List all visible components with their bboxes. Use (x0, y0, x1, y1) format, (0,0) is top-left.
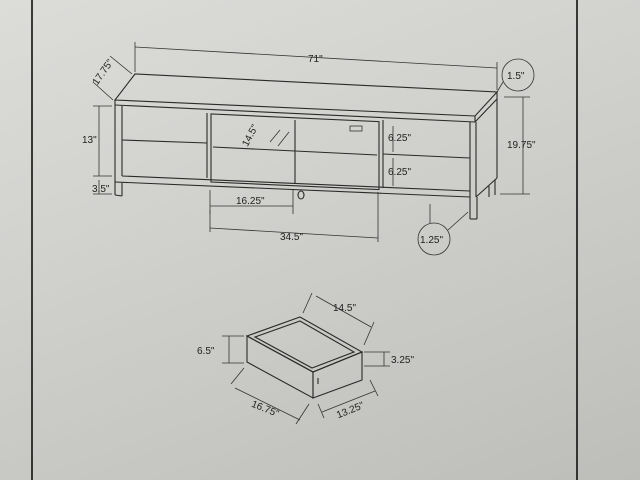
label-opening-upper: 6.25" (388, 133, 411, 144)
label-leg-height: 3.5" (92, 184, 110, 195)
label-leg-width: 1.25" (420, 235, 443, 246)
center-foot (297, 190, 305, 200)
drawer-front (246, 335, 314, 399)
tv-stand-top (113, 73, 499, 117)
label-cabinet-height: 13" (82, 135, 97, 146)
label-drawer-inner-height: 3.25" (391, 355, 414, 366)
label-drawer-height: 6.5" (197, 346, 215, 357)
label-drawer-inner-width: 14.5" (333, 303, 356, 314)
tv-stand-drawing (113, 73, 499, 220)
drawer-side (312, 351, 363, 399)
label-compartment-width: 16.25" (236, 196, 265, 207)
drawer-drawing (245, 316, 364, 399)
label-depth: 17.75" (91, 57, 117, 87)
door-latch-icon (349, 125, 363, 132)
label-opening-lower: 6.25" (388, 167, 411, 178)
callout-leg-width (417, 222, 451, 256)
label-top-thickness: 1.5" (507, 71, 525, 82)
callout-top-thickness (501, 58, 535, 92)
label-center-width: 34.5" (280, 232, 303, 243)
label-total-height: 19.75" (507, 140, 536, 151)
label-shelf-depth: 14.5" (240, 123, 261, 149)
glass-door (210, 113, 380, 191)
label-drawer-depth: 13.25" (335, 400, 366, 421)
label-drawer-front-width: 16.75" (250, 399, 281, 420)
label-overall-width: 71" (308, 54, 323, 65)
